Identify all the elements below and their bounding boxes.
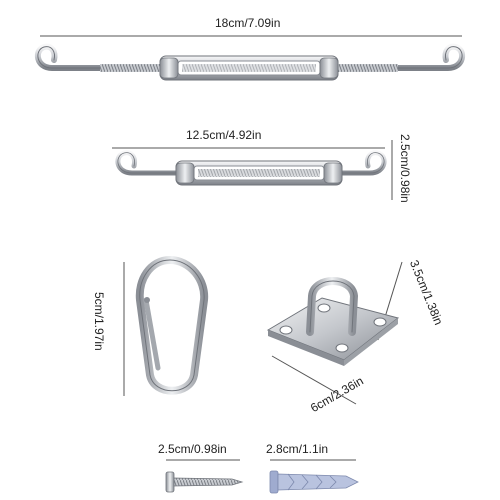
right-thread [336, 64, 398, 72]
label-anchor-length: 2.8cm/1.1in [266, 442, 329, 456]
small-right-hook [335, 150, 387, 176]
small-left-hook [115, 150, 181, 176]
label-screw-length: 2.5cm/0.98in [158, 442, 227, 456]
carabiner [123, 255, 209, 396]
label-large-turnbuckle-length: 18cm/7.09in [215, 16, 281, 30]
left-thread [100, 64, 162, 72]
left-hook [34, 43, 113, 71]
screw-shank [173, 477, 244, 487]
carabiner-gate [143, 297, 161, 371]
label-small-turnbuckle-height: 2.5cm/0.98in [398, 134, 412, 203]
label-carabiner-height: 5cm/1.97in [92, 292, 106, 351]
screw [165, 459, 244, 493]
wall-anchor [269, 459, 359, 494]
pad-eye-plate [266, 261, 403, 405]
anchor-body [277, 473, 359, 491]
dimension-line-pad-eye-width [271, 355, 357, 405]
mounting-hole [373, 317, 387, 327]
mounting-hole [279, 325, 293, 335]
mounting-hole [335, 343, 349, 353]
small-turnbuckle [112, 140, 393, 200]
mounting-hole [317, 303, 331, 313]
right-hook [387, 43, 466, 71]
large-turnbuckle [34, 35, 466, 81]
screw-head [165, 471, 175, 493]
anchor-collar [269, 470, 279, 494]
label-small-turnbuckle-length: 12.5cm/4.92in [186, 128, 262, 142]
